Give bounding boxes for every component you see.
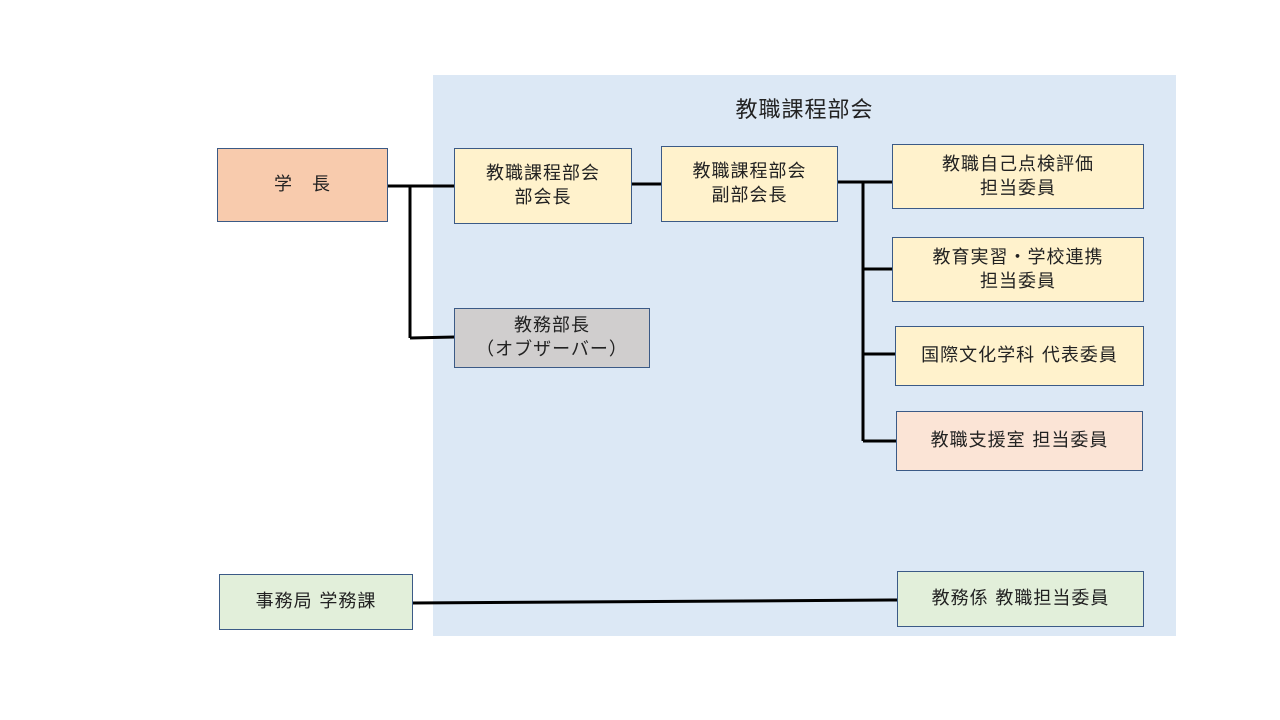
admin-office-box: 事務局 学務課 (219, 574, 413, 630)
vice-chair-box: 教職課程部会 副部会長 (661, 146, 838, 222)
intl-culture-box: 国際文化学科 代表委員 (895, 326, 1144, 386)
admin-office-label: 事務局 学務課 (255, 591, 377, 612)
support-office-label: 教職支援室 担当委員 (930, 430, 1109, 451)
president-box: 学 長 (217, 148, 388, 222)
connector-branch-academic-affairs (409, 335, 456, 340)
committee-title: 教職課程部会 (735, 98, 874, 123)
academic-affairs-box: 教務部長 （オブザーバー） (454, 308, 650, 368)
chair-line2: 部会長 (514, 187, 572, 208)
academic-staff-label: 教務係 教職担当委員 (931, 588, 1110, 609)
support-office-box: 教職支援室 担当委員 (896, 411, 1143, 471)
academic-affairs-line1: 教務部長 (514, 315, 590, 336)
practicum-line2: 担当委員 (980, 270, 1056, 292)
academic-staff-box: 教務係 教職担当委員 (897, 571, 1144, 627)
vice-chair-line1: 教職課程部会 (692, 161, 807, 182)
vice-chair-line2: 副部会長 (711, 185, 788, 206)
self-evaluation-line1: 教職自己点検評価 (942, 153, 1094, 175)
practicum-line1: 教育実習・学校連携 (932, 246, 1104, 268)
intl-culture-label: 国際文化学科 代表委員 (921, 345, 1118, 366)
chair-box: 教職課程部会 部会長 (454, 148, 632, 224)
chair-line1: 教職課程部会 (486, 163, 600, 184)
connector-admin-staff (411, 598, 899, 605)
academic-affairs-line2: （オブザーバー） (476, 339, 628, 360)
self-evaluation-box: 教職自己点検評価 担当委員 (892, 144, 1144, 209)
practicum-box: 教育実習・学校連携 担当委員 (892, 237, 1144, 302)
president-label: 学 長 (274, 174, 331, 195)
self-evaluation-line2: 担当委員 (980, 177, 1056, 199)
